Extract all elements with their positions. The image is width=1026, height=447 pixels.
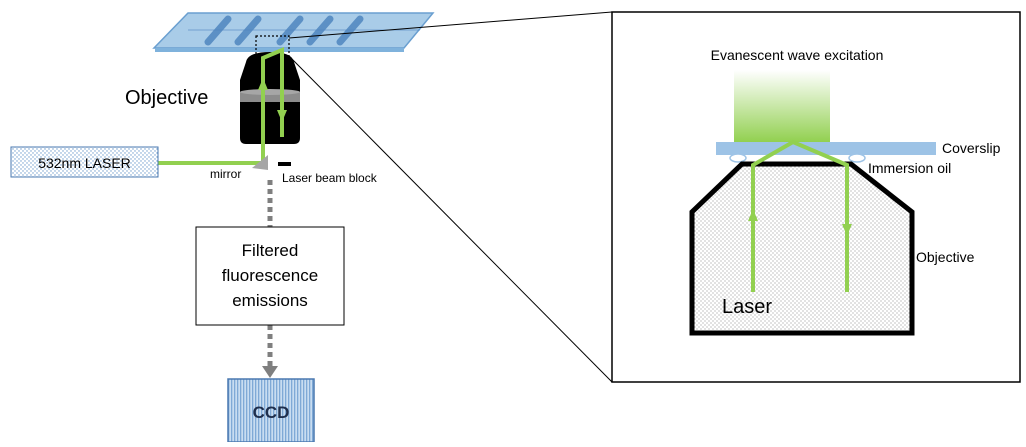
microscope-slide xyxy=(152,12,435,57)
laser-down-arrow xyxy=(277,110,287,122)
objective-lens xyxy=(240,52,300,144)
zoom-line-top xyxy=(288,11,613,39)
coverslip-shape xyxy=(716,142,936,155)
filter-box xyxy=(195,226,345,326)
coverslip-label: Coverslip xyxy=(942,140,1001,156)
ccd-label: CCD xyxy=(253,403,290,422)
inset-objective-body xyxy=(689,161,915,336)
immersion-oil-right xyxy=(848,153,866,163)
immersion-oil-left xyxy=(729,153,747,163)
inset-laser-path xyxy=(751,139,849,292)
evanescent-label: Evanescent wave excitation xyxy=(711,47,884,63)
inset-objective-label: Objective xyxy=(916,249,975,265)
ccd-detector xyxy=(227,378,315,443)
emission-arrowhead xyxy=(262,366,278,378)
beam-block-shape xyxy=(278,162,291,166)
beam-block-label: Laser beam block xyxy=(282,171,378,185)
objective-band-top xyxy=(240,89,300,95)
inset-laser-down-arrow xyxy=(842,224,852,236)
filter-line-1: Filtered xyxy=(242,241,299,260)
laser-source-box xyxy=(10,146,159,178)
evanescent-field xyxy=(734,70,830,142)
inset-laser-label: Laser xyxy=(722,296,772,318)
objective-band xyxy=(240,92,300,102)
zoom-line-bottom xyxy=(288,55,613,383)
laser-path-objective xyxy=(261,46,284,165)
inset-laser-up-arrow xyxy=(748,209,758,221)
filter-line-3: emissions xyxy=(232,291,308,310)
filter-line-2: fluorescence xyxy=(222,266,318,285)
mirror-label: mirror xyxy=(210,167,241,181)
mirror-shape xyxy=(252,155,268,170)
laser-up-arrow xyxy=(258,78,268,90)
laser-source-label: 532nm LASER xyxy=(38,155,131,171)
objective-label: Objective xyxy=(125,87,208,109)
immersion-oil-label: Immersion oil xyxy=(868,160,951,176)
